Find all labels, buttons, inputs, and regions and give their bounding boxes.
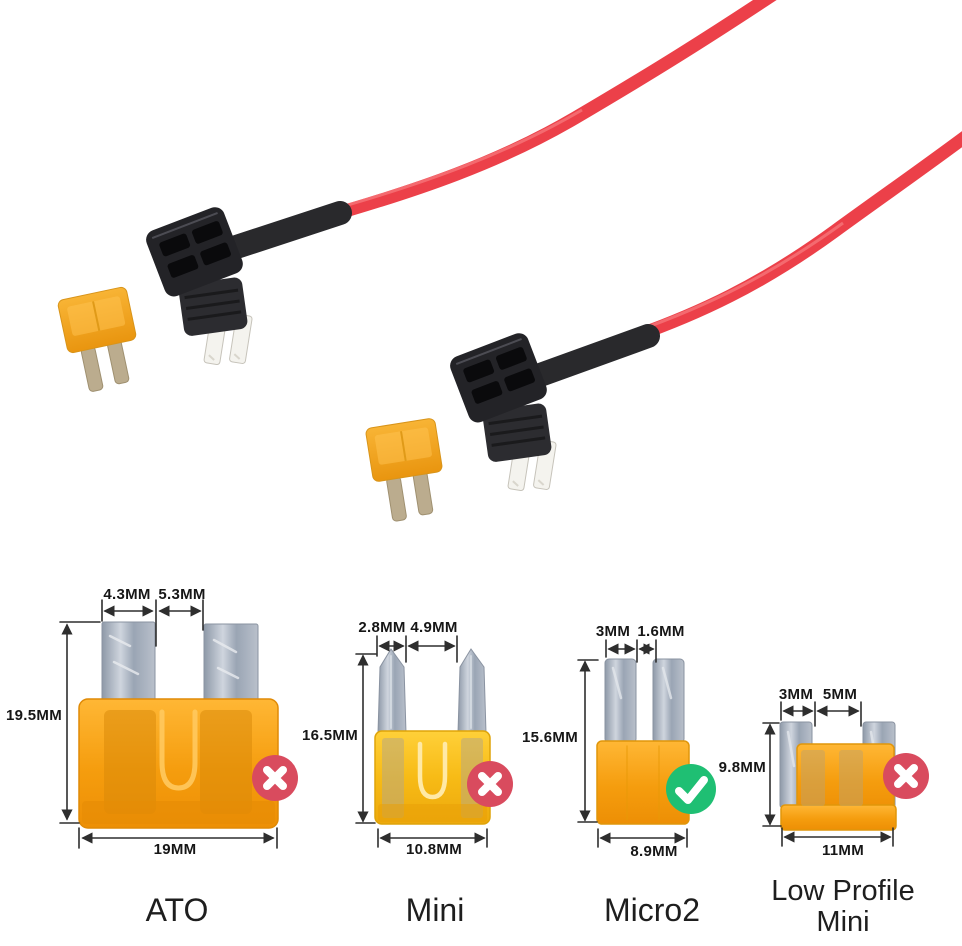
ato-name-label: ATO [145, 892, 209, 928]
mini-fuse-diagram [355, 635, 491, 848]
low-profile-mini-name-line1: Low Profile [771, 875, 915, 907]
mini-reject-icon [467, 761, 513, 807]
ato-reject-icon [252, 755, 298, 801]
ato-terminal-gap-label: 5.3MM [158, 586, 206, 603]
ato-width-label: 19MM [153, 841, 197, 858]
mini-dimension-lines [355, 635, 488, 848]
red-wire-1 [311, 0, 777, 226]
mini-name-label: Mini [405, 892, 465, 928]
micro2-fuse-diagram [577, 639, 690, 848]
low-profile-mini-name-line2: Mini [816, 906, 870, 938]
ato-fuse-diagram [59, 599, 279, 849]
loose-micro2-fuse-1 [56, 285, 147, 396]
mini-height-label: 16.5MM [302, 727, 358, 744]
micro2-width-label: 8.9MM [630, 843, 678, 860]
ato-terminal-width-label: 4.3MM [103, 586, 151, 603]
heat-shrink-1 [206, 201, 352, 265]
low-profile-mini-width-label: 11MM [821, 842, 865, 859]
low-profile-mini-height-label: 9.8MM [718, 759, 766, 776]
low-profile-mini-reject-icon [883, 753, 929, 799]
micro2-name-label: Micro2 [603, 892, 701, 928]
ato-height-label: 19.5MM [6, 707, 62, 724]
loose-micro2-fuse-2 [364, 416, 451, 525]
mini-terminal-gap-label: 4.9MM [410, 619, 458, 636]
low-profile-mini-terminal-width-label: 3MM [778, 686, 814, 703]
micro2-height-label: 15.6MM [522, 729, 578, 746]
red-wire-2 [605, 131, 962, 351]
fuse-size-comparison-diagram [59, 599, 897, 849]
ato-dimension-lines [59, 599, 278, 849]
micro2-dimension-lines [577, 639, 688, 848]
micro2-terminal-gap-label: 1.6MM [637, 623, 685, 640]
product-photo [56, 0, 962, 525]
low-profile-mini-dimension-lines [762, 701, 894, 847]
mini-terminal-width-label: 2.8MM [358, 619, 406, 636]
low-profile-mini-terminal-gap-label: 5MM [822, 686, 858, 703]
micro2-terminal-width-label: 3MM [595, 623, 631, 640]
mini-width-label: 10.8MM [406, 841, 462, 858]
micro2-accept-icon [666, 764, 716, 814]
fuse-tap-adapter-1 [141, 202, 254, 371]
low-profile-mini-fuse-diagram [762, 701, 897, 847]
fuse-tap-adapter-2 [445, 328, 558, 497]
